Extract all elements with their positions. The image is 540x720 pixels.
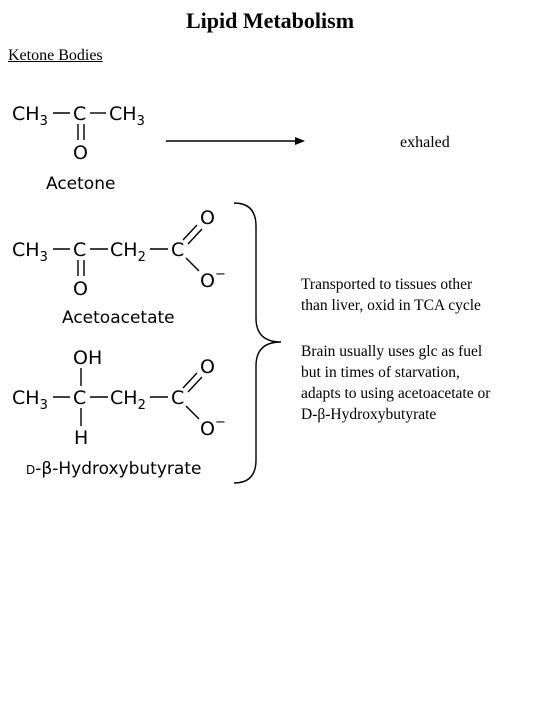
hydroxybutyrate-c2: C	[171, 387, 184, 409]
hydroxybutyrate-carboxyl-double-b	[187, 376, 203, 393]
acetoacetate-oxygen-top: O	[200, 207, 215, 229]
hydroxybutyrate-ch3: CH	[12, 387, 40, 409]
hydroxybutyrate-structure: OH CH3 C CH2 C H O O− D-β-Hydroxybutyrat…	[12, 347, 226, 479]
hydroxybutyrate-oxygen-bottom: O	[200, 418, 215, 440]
acetone-right-group: CH	[109, 103, 137, 125]
acetoacetate-ch2-sub: 2	[138, 250, 146, 265]
acetoacetate-ch3-sub: 3	[40, 250, 48, 265]
acetoacetate-oxygen-bottom: O	[200, 270, 215, 292]
hydroxybutyrate-carboxyl-double-a	[182, 372, 198, 389]
acetoacetate-c2: C	[171, 239, 184, 261]
svg-text:CH3: CH3	[109, 103, 145, 129]
svg-text:CH2: CH2	[110, 387, 146, 413]
acetoacetate-charge: −	[215, 267, 226, 282]
brain-note: Brain usually uses glc as fuel but in ti…	[301, 343, 491, 423]
hydroxybutyrate-charge: −	[215, 415, 226, 430]
acetone-carbon: C	[73, 103, 86, 125]
acetone-oxygen: O	[73, 142, 88, 164]
acetone-structure: CH3 C CH3 O Acetone	[12, 103, 145, 194]
svg-text:D-β-Hydroxybutyrate: D-β-Hydroxybutyrate	[26, 459, 201, 479]
acetoacetate-ch3: CH	[12, 239, 40, 261]
svg-text:CH3: CH3	[12, 239, 48, 265]
acetoacetate-ch2: CH	[110, 239, 138, 261]
acetoacetate-keto-oxygen: O	[73, 278, 88, 300]
svg-text:CH3: CH3	[12, 103, 48, 129]
transport-note: Transported to tissues other than liver,…	[301, 276, 481, 314]
acetoacetate-name: Acetoacetate	[62, 308, 175, 328]
acetoacetate-carboxyl-double-a	[182, 224, 198, 241]
hydroxybutyrate-ch3-sub: 3	[40, 398, 48, 413]
acetoacetate-structure: CH3 C CH2 C O O O− Acetoacetate	[12, 207, 226, 328]
hydroxybutyrate-h: H	[74, 427, 88, 449]
hydroxybutyrate-name: -β-Hydroxybutyrate	[35, 459, 201, 479]
hydroxybutyrate-name-prefix: D	[26, 463, 35, 477]
section-subtitle: Ketone Bodies	[8, 47, 103, 64]
acetoacetate-c1: C	[73, 239, 86, 261]
hydroxybutyrate-oxygen-top: O	[200, 356, 215, 378]
acetone-left-sub: 3	[40, 114, 48, 129]
svg-text:O−: O−	[200, 415, 226, 440]
exhaled-arrow	[166, 137, 305, 145]
hydroxybutyrate-c1: C	[73, 387, 86, 409]
acetoacetate-carboxyl-double-b	[187, 228, 203, 245]
acetone-left-group: CH	[12, 103, 40, 125]
hydroxybutyrate-carboxyl-single	[185, 405, 200, 420]
acetoacetate-carboxyl-single	[185, 257, 200, 272]
svg-text:CH3: CH3	[12, 387, 48, 413]
hydroxybutyrate-ch2-sub: 2	[138, 398, 146, 413]
page-title: Lipid Metabolism	[185, 8, 355, 33]
hydroxybutyrate-ch2: CH	[110, 387, 138, 409]
acetone-fate-label: exhaled	[400, 134, 450, 151]
hydroxybutyrate-oh: OH	[73, 347, 102, 369]
acetone-right-sub: 3	[137, 114, 145, 129]
svg-text:O−: O−	[200, 267, 226, 292]
curly-brace	[233, 202, 282, 484]
svg-text:CH2: CH2	[110, 239, 146, 265]
acetone-name: Acetone	[46, 174, 115, 194]
